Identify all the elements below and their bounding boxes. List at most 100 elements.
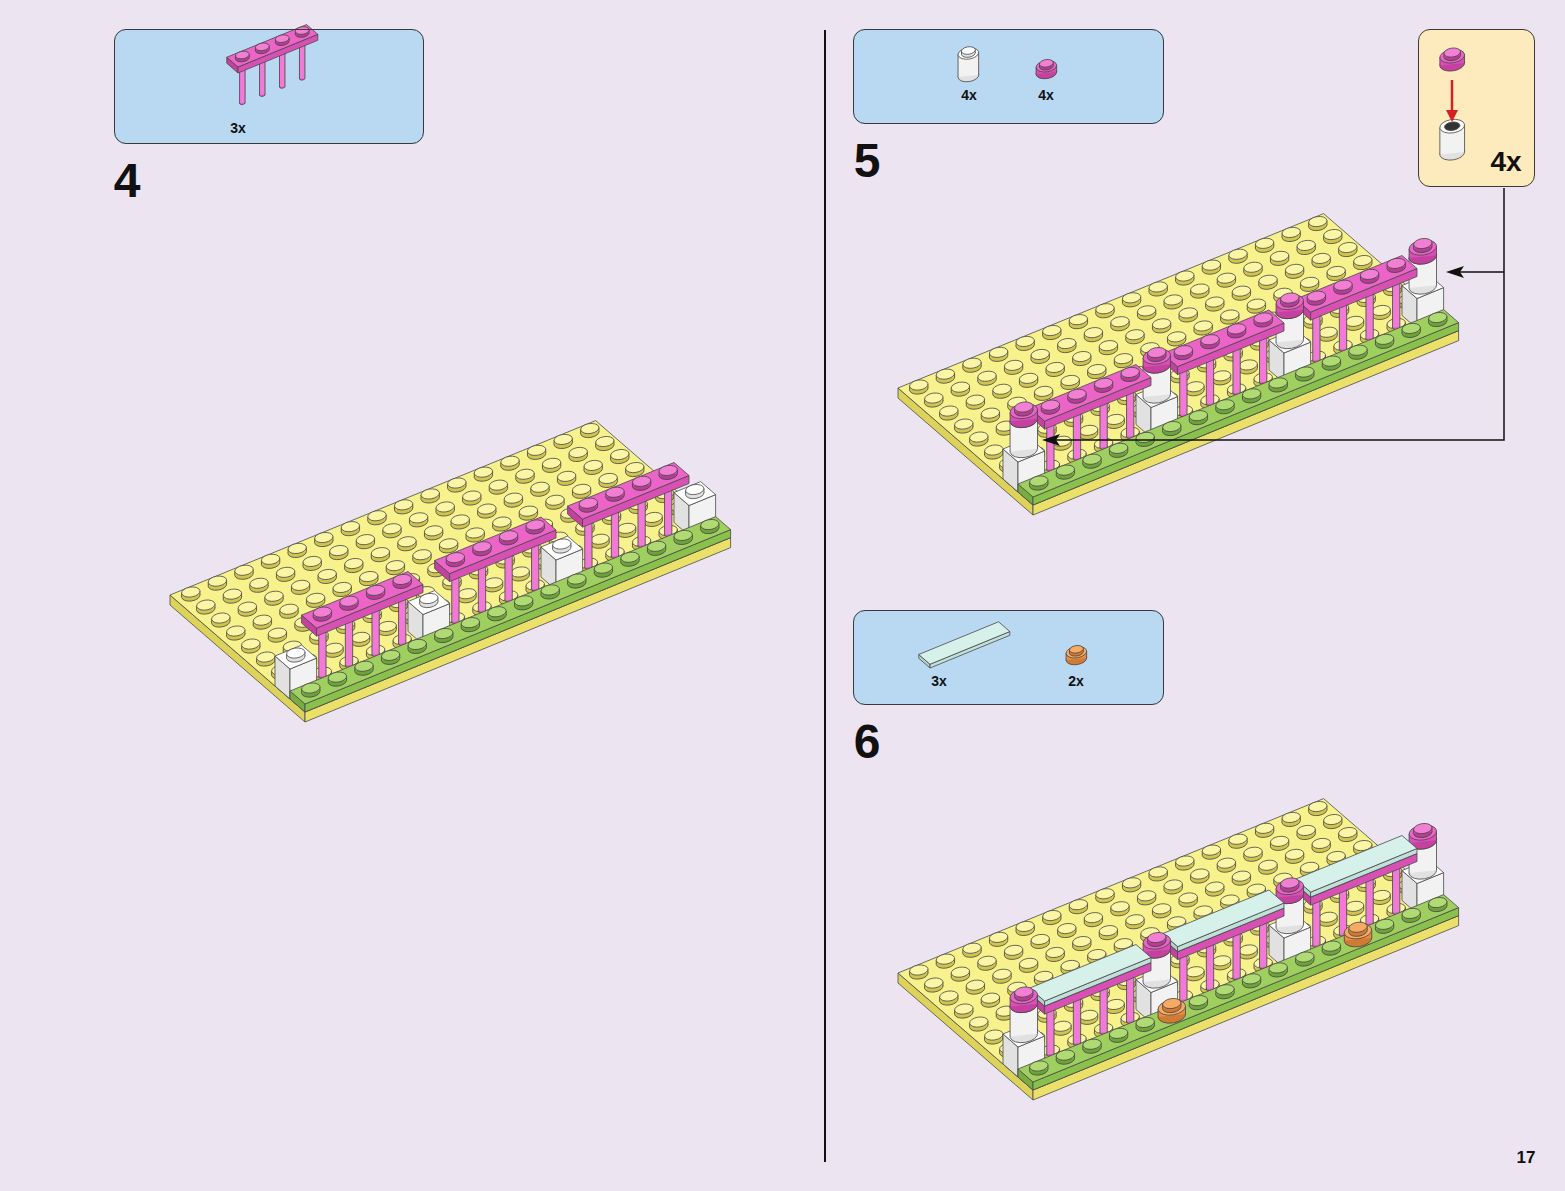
cylinder-edge <box>1436 255 1437 285</box>
stud-top <box>1093 887 1118 901</box>
stud-top <box>1357 267 1382 281</box>
brick-face <box>435 517 556 574</box>
stud-top <box>1134 304 1159 318</box>
stud-top <box>1164 330 1189 344</box>
stud-top <box>1410 236 1435 250</box>
box-fill <box>1418 29 1535 187</box>
stud-top <box>436 537 461 551</box>
stud-top <box>1161 878 1186 892</box>
stud-top <box>1111 351 1136 365</box>
stud-top <box>459 489 484 503</box>
stud-top <box>1199 258 1224 272</box>
stud-top <box>378 648 403 662</box>
stud-top <box>1066 312 1091 326</box>
stud-top <box>1384 256 1409 270</box>
stud-top <box>528 480 553 494</box>
stud-top <box>1016 371 1041 385</box>
stud-top <box>1187 282 1212 296</box>
stud-top <box>1309 836 1334 850</box>
stud-top <box>238 637 263 651</box>
cylinder-edge <box>1010 421 1011 451</box>
stud-top <box>1005 400 1042 422</box>
stud-top <box>986 345 1011 359</box>
stud-top <box>220 587 245 601</box>
stud-top <box>1319 354 1344 368</box>
stud-top <box>1309 251 1334 265</box>
stud-top <box>1134 889 1159 903</box>
brick-face <box>1018 310 1459 497</box>
stud-top <box>1282 847 1307 861</box>
stud-top <box>1028 932 1053 946</box>
stud-top <box>1214 856 1239 870</box>
stud-top <box>1297 275 1322 289</box>
stud-top <box>1241 260 1266 274</box>
stud-top <box>325 670 350 684</box>
stud-top <box>1320 812 1345 826</box>
brick-face <box>302 572 423 629</box>
stud-top <box>1054 336 1079 350</box>
stud-top <box>421 524 446 538</box>
stud-top <box>948 380 973 394</box>
stud-top <box>1123 328 1148 342</box>
stud-top <box>489 515 514 529</box>
stud-top <box>1161 293 1186 307</box>
brick-face <box>898 214 1459 505</box>
stud-top <box>352 659 377 673</box>
stud-top <box>250 613 275 627</box>
stud-top <box>283 646 308 660</box>
stud-top <box>1043 360 1068 374</box>
stud-top <box>581 458 606 472</box>
stud-top <box>431 626 456 640</box>
stud-top <box>368 545 393 559</box>
stud-top <box>1096 338 1121 352</box>
stud-top <box>576 496 601 510</box>
stud-top <box>523 518 548 532</box>
stud-top <box>936 404 961 418</box>
stud-top <box>395 535 420 549</box>
stud-top <box>1346 343 1371 357</box>
stud-top <box>516 504 541 518</box>
stud-top <box>262 589 287 603</box>
stud-top <box>1011 400 1036 414</box>
stud-top <box>235 600 260 614</box>
stud-top <box>1187 867 1212 881</box>
stud-top <box>326 543 351 557</box>
stud-top <box>1305 214 1330 228</box>
stud-top <box>1213 398 1238 412</box>
stud-top <box>1138 346 1175 368</box>
stud-top <box>513 467 538 481</box>
stud-top <box>1320 227 1345 241</box>
stud-top <box>1108 900 1133 914</box>
stud-top <box>1031 384 1056 398</box>
stud-top <box>485 605 510 619</box>
stud-top <box>1202 295 1227 309</box>
stud-top <box>288 578 313 592</box>
brick-face <box>275 645 317 669</box>
stud-top <box>410 548 435 562</box>
stud-top <box>551 432 576 446</box>
stud-top <box>1305 799 1330 813</box>
stud-top <box>1252 236 1277 250</box>
stud-top <box>247 576 272 590</box>
cylinder-edge <box>1303 310 1304 340</box>
stud-top <box>906 378 931 392</box>
stud-top <box>273 565 298 579</box>
stud-top <box>1026 474 1051 488</box>
stud-top <box>1372 332 1397 346</box>
stud-top <box>975 369 1000 383</box>
stud-top <box>933 952 958 966</box>
stud-top <box>1350 253 1375 267</box>
stud-top <box>1226 247 1251 261</box>
cylinder-edge <box>1037 419 1038 449</box>
stud-top <box>1266 376 1291 390</box>
brick-face <box>1030 365 1151 422</box>
stud-top <box>458 615 483 629</box>
stud-top <box>671 528 696 542</box>
stud-top <box>253 650 278 664</box>
stud-top <box>208 611 233 625</box>
stud-top <box>554 469 579 483</box>
stud-top <box>463 526 488 540</box>
stud-top <box>471 465 496 479</box>
stud-top <box>1039 323 1064 337</box>
stud-top <box>577 421 602 435</box>
